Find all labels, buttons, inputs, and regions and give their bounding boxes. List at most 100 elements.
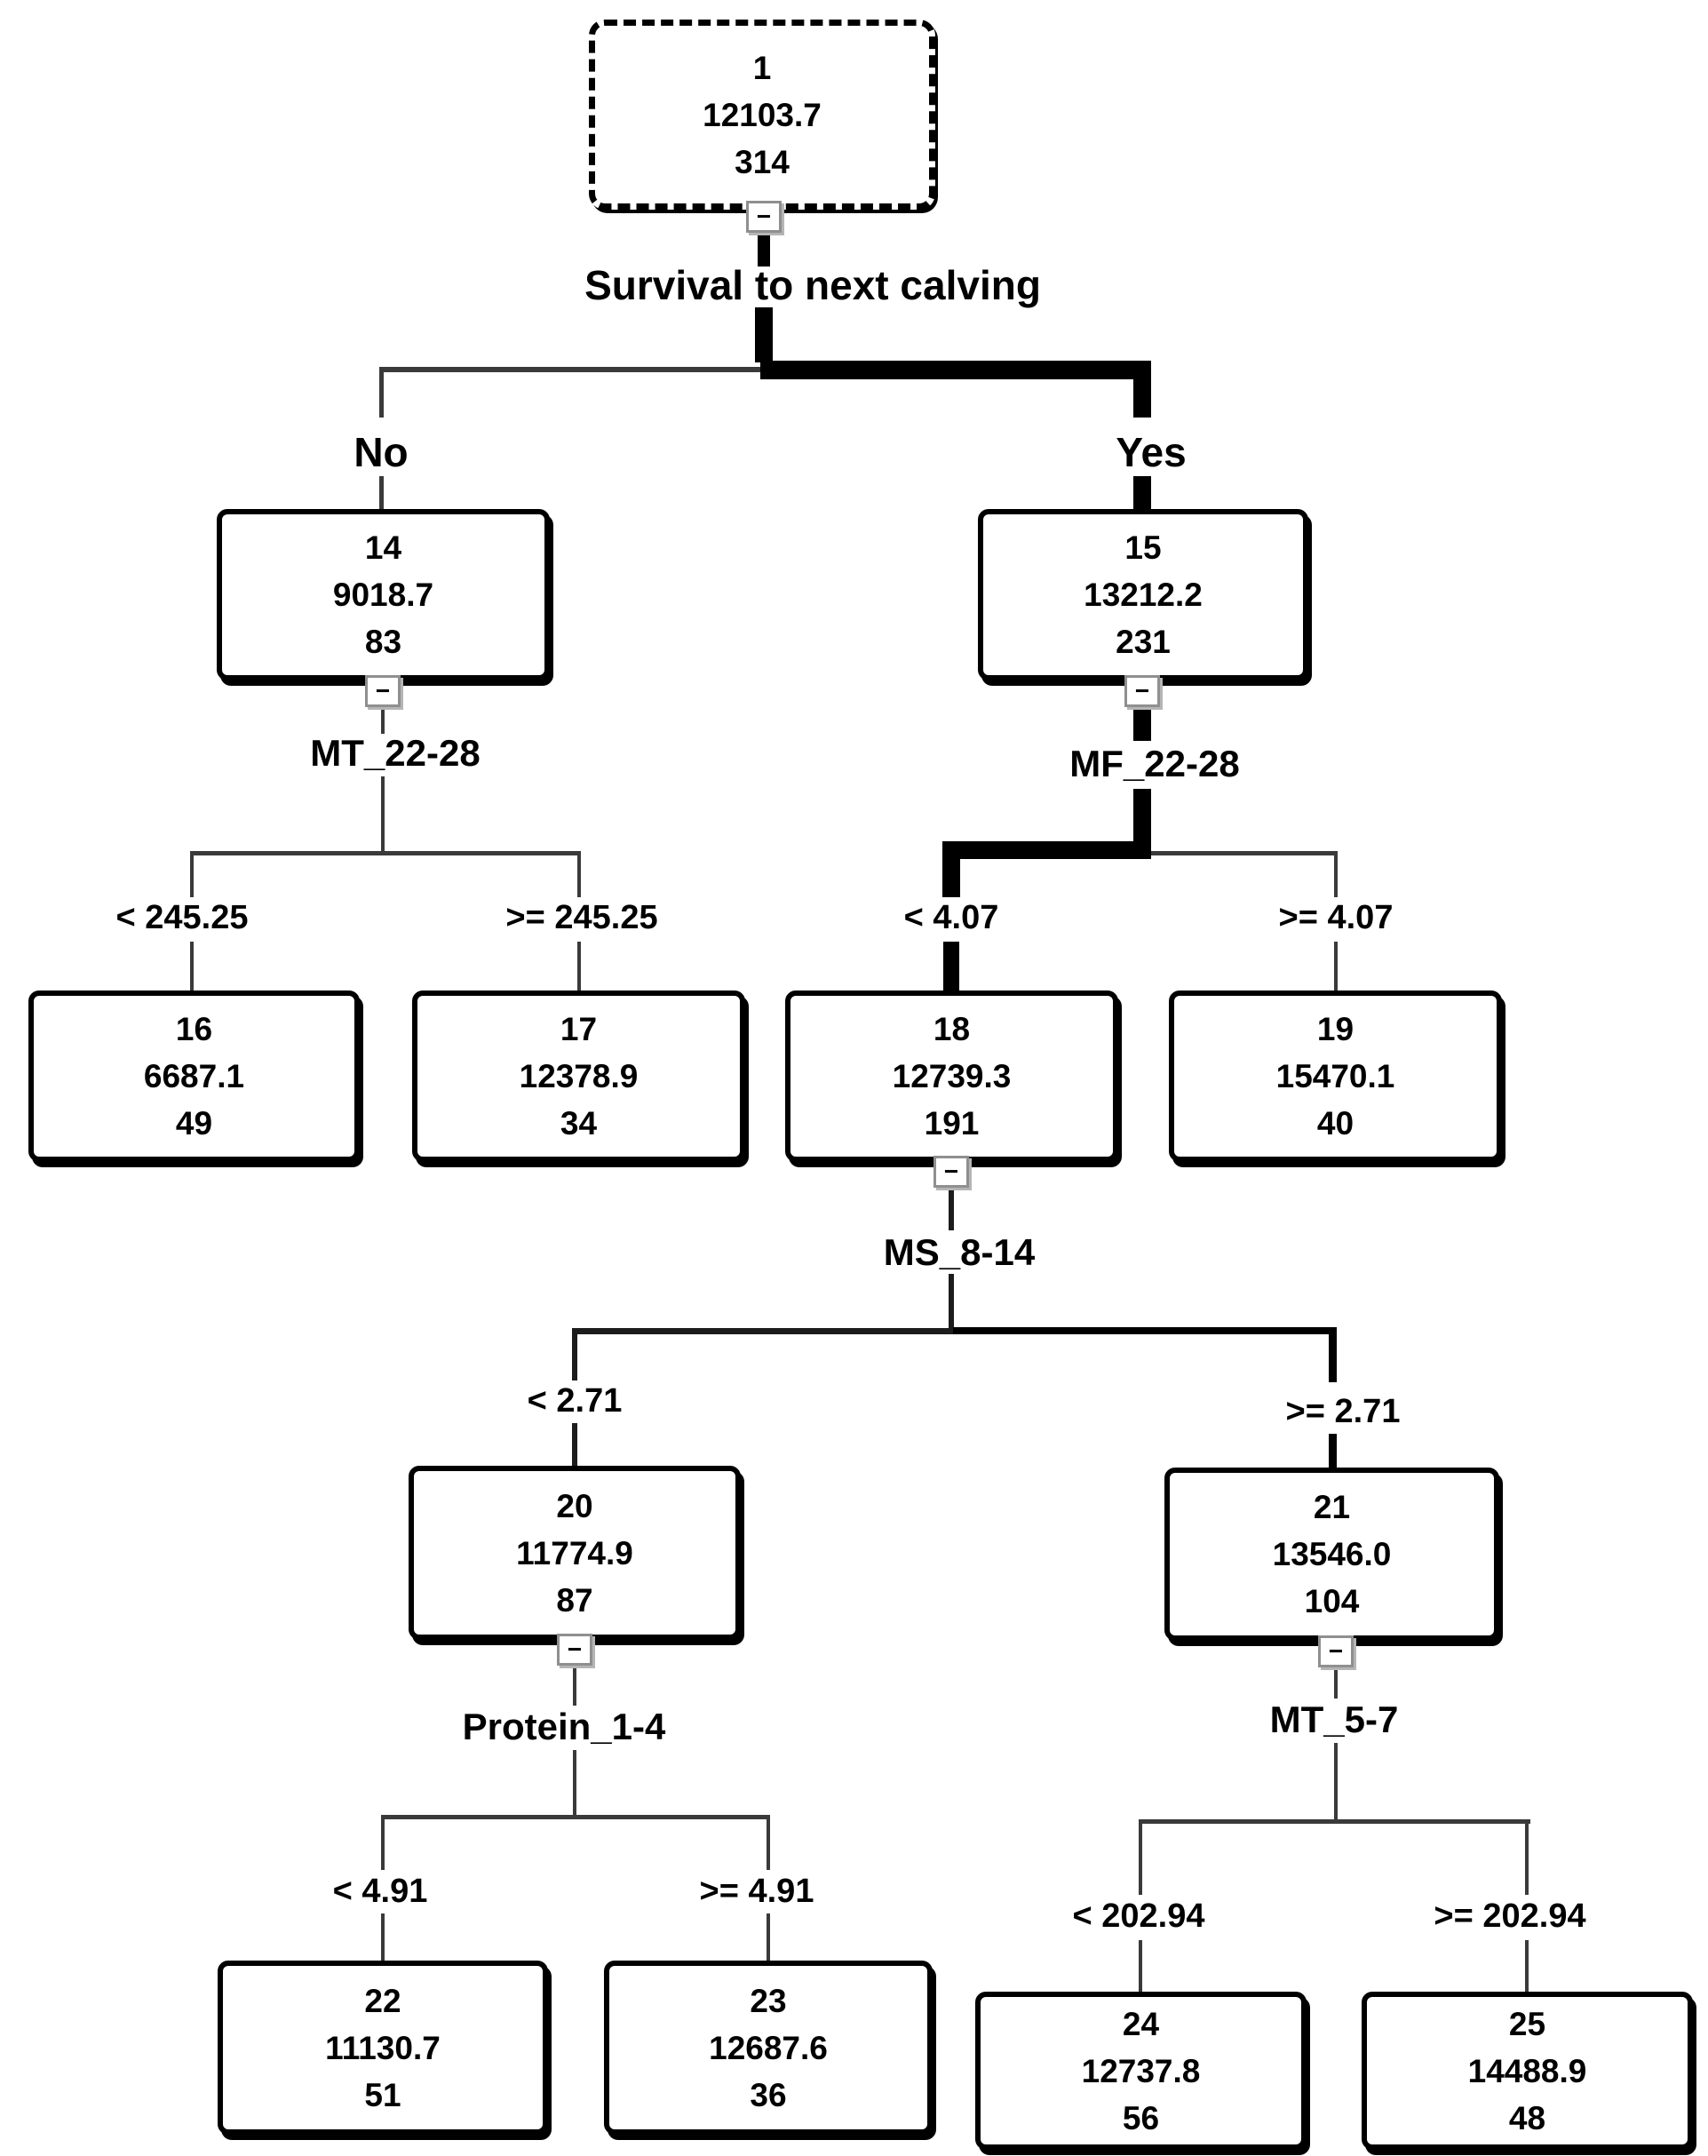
edge-s18-left-upper <box>572 1328 577 1380</box>
tree-node-15: 15 13212.2 231 <box>978 509 1308 680</box>
split-variable-n15: MF_22-28 <box>1069 743 1240 784</box>
collapse-toggle-node20[interactable]: − <box>557 1634 592 1666</box>
node-value: 11774.9 <box>516 1534 633 1571</box>
split-condition-n22: < 4.91 <box>332 1873 428 1910</box>
branch-label-no: No <box>354 429 409 475</box>
tree-node-25: 25 14488.9 48 <box>1362 1992 1693 2150</box>
split-variable-root: Survival to next calving <box>584 262 1041 308</box>
node-id: 20 <box>556 1487 593 1524</box>
node-value: 12378.9 <box>519 1058 639 1094</box>
collapse-toggle-node15[interactable]: − <box>1124 675 1160 707</box>
collapse-toggle-node14[interactable]: − <box>365 675 401 707</box>
edge-s21-left-upper <box>1139 1819 1142 1895</box>
node-count: 40 <box>1316 1105 1354 1142</box>
edge-s21-left-lower <box>1139 1940 1142 1992</box>
edge-root-left-horizontal <box>381 367 760 372</box>
edge-n18-stub <box>949 1186 954 1230</box>
node-value: 11130.7 <box>325 2029 441 2066</box>
node-count: 48 <box>1508 2099 1546 2136</box>
tree-node-16: 16 6687.1 49 <box>28 990 360 1162</box>
collapse-toggle-node21[interactable]: − <box>1318 1635 1354 1667</box>
edge-no-lower <box>379 476 384 509</box>
node-count: 104 <box>1304 1583 1360 1619</box>
edge-n15-stub <box>1133 705 1151 741</box>
minus-icon: − <box>756 203 772 230</box>
edge-s14-drop <box>381 776 385 851</box>
split-condition-n21: >= 2.71 <box>1285 1393 1401 1430</box>
edge-s18-horizontal-left <box>572 1328 953 1334</box>
edge-yes-lower <box>1133 476 1151 509</box>
edge-s14-right-lower <box>577 942 581 990</box>
edge-s18-horizontal-right <box>953 1327 1337 1334</box>
edge-s21-right-lower <box>1525 1940 1529 1992</box>
split-variable-n20: Protein_1-4 <box>462 1706 666 1747</box>
node-count: 231 <box>1116 624 1171 660</box>
tree-node-1: 1 12103.7 314 <box>589 20 935 210</box>
node-id: 23 <box>750 1982 787 2019</box>
edge-s15-drop <box>1133 789 1151 841</box>
edge-s18-right-lower <box>1329 1434 1337 1468</box>
edge-s15-horizontal-thick <box>942 841 1151 859</box>
split-condition-n23: >= 4.91 <box>699 1873 814 1910</box>
node-id: 18 <box>933 1011 971 1047</box>
node-count: 34 <box>560 1105 598 1142</box>
split-variable-n18: MS_8-14 <box>883 1231 1036 1273</box>
edge-s20-drop <box>573 1750 576 1815</box>
node-count: 36 <box>750 2076 787 2113</box>
edge-s14-horizontal <box>192 851 581 855</box>
edge-no-upper <box>379 367 384 418</box>
node-value: 13546.0 <box>1272 1536 1392 1572</box>
edge-s18-right-upper <box>1329 1327 1337 1382</box>
node-count: 87 <box>556 1581 593 1619</box>
edge-s20-right-lower <box>767 1913 770 1961</box>
minus-icon: − <box>1328 1637 1344 1665</box>
edge-s14-left-lower <box>190 942 194 990</box>
node-value: 12687.6 <box>709 2029 828 2066</box>
edge-s15-right-lower <box>1334 942 1338 990</box>
node-id: 22 <box>364 1982 401 2019</box>
node-value: 13212.2 <box>1084 577 1203 613</box>
node-count: 56 <box>1122 2099 1160 2136</box>
tree-node-20: 20 11774.9 87 <box>409 1466 741 1640</box>
node-id: 14 <box>364 529 402 566</box>
edge-s15-left-lower <box>943 942 959 990</box>
edge-s20-left-upper <box>381 1815 385 1870</box>
edge-s21-drop <box>1334 1743 1338 1819</box>
split-condition-n24: < 202.94 <box>1072 1897 1205 1935</box>
edge-s20-left-lower <box>381 1913 385 1961</box>
node-id: 25 <box>1508 2005 1546 2042</box>
tree-node-23: 23 12687.6 36 <box>604 1961 933 2135</box>
minus-icon: − <box>943 1158 959 1185</box>
edge-s21-horizontal <box>1140 1819 1530 1824</box>
edge-s20-horizontal <box>381 1815 770 1819</box>
collapse-toggle-node1[interactable]: − <box>746 201 782 233</box>
minus-icon: − <box>1134 677 1150 704</box>
split-variable-n21: MT_5-7 <box>1269 1699 1399 1740</box>
minus-icon: − <box>567 1635 583 1663</box>
node-count: 49 <box>175 1105 213 1142</box>
split-condition-n17: >= 245.25 <box>505 899 658 936</box>
edge-s14-right-upper <box>577 851 581 897</box>
node-count: 51 <box>364 2076 401 2113</box>
edge-s15-left-upper <box>942 841 960 897</box>
tree-node-18: 18 12739.3 191 <box>785 990 1118 1162</box>
edge-s21-right-upper <box>1525 1819 1529 1895</box>
edge-s15-right-upper <box>1334 851 1338 897</box>
collapse-toggle-node18[interactable]: − <box>933 1156 969 1188</box>
node-id: 19 <box>1316 1011 1354 1047</box>
edge-root-right-horizontal <box>760 361 1151 379</box>
edge-n21-stub <box>1334 1666 1338 1699</box>
edge-n20-stub <box>573 1664 576 1706</box>
node-value: 6687.1 <box>143 1058 245 1094</box>
split-variable-n14: MT_22-28 <box>310 732 481 774</box>
node-count: 83 <box>364 624 402 660</box>
node-value: 15470.1 <box>1275 1058 1395 1094</box>
node-value: 14488.9 <box>1467 2052 1587 2089</box>
minus-icon: − <box>375 677 391 704</box>
split-condition-n20: < 2.71 <box>527 1382 623 1420</box>
tree-node-19: 19 15470.1 40 <box>1169 990 1502 1162</box>
node-value: 12103.7 <box>703 96 822 133</box>
tree-node-21: 21 13546.0 104 <box>1164 1468 1499 1641</box>
node-id: 1 <box>752 49 772 86</box>
